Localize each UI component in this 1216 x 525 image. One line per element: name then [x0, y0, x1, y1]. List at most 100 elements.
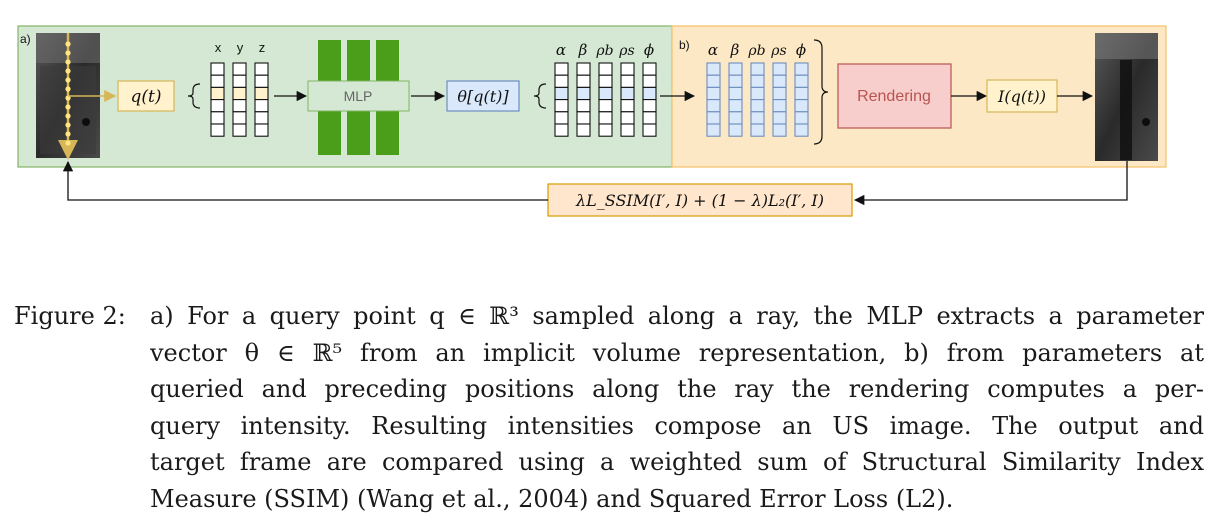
parameter-vector-cell: [554, 62, 569, 76]
parameter-vector-b-cell: [750, 111, 765, 125]
parameter-vector-b-cell: [794, 99, 809, 113]
input-ultrasound-image: [36, 33, 117, 160]
coordinate-vector-cell: [232, 86, 247, 101]
parameter-vector-cell: [554, 86, 569, 101]
param-label-a: ρb: [595, 43, 613, 59]
parameter-vector-b-cell: [728, 99, 743, 113]
figure-caption: Figure 2: a) For a query point q ∈ ℝ³ sa…: [14, 298, 1204, 517]
parameter-vector-cell: [576, 123, 591, 137]
param-label-b: ρb: [747, 43, 765, 59]
parameter-vector-b-cell: [750, 74, 765, 88]
parameter-vector-cell: [554, 99, 569, 113]
coordinate-vector-cell: [210, 74, 225, 88]
parameter-vector-cell: [554, 123, 569, 137]
theta-label: θ[q(t)]: [457, 87, 509, 106]
parameter-vector-b-cell: [772, 86, 787, 101]
loss-feedback-line-left: [62, 160, 548, 201]
parameter-vector-cell: [642, 74, 657, 88]
parameter-vector-b-cell: [706, 99, 721, 113]
pipeline-figure: a) b) q(t) x y z MLP θ[q(t: [17, 25, 1167, 217]
parameter-vector-b-cell: [706, 74, 721, 88]
parameter-vector-b-cell: [750, 99, 765, 113]
coordinate-vector-cell: [254, 62, 269, 76]
parameter-vector-b-cell: [750, 123, 765, 137]
parameter-vector-cell: [598, 111, 613, 125]
parameter-vector-b-cell: [794, 86, 809, 101]
param-label-b: ϕ: [796, 41, 806, 59]
param-label-a: β: [578, 41, 588, 59]
parameter-vector-cell: [554, 111, 569, 125]
coordinate-vector-cell: [254, 111, 269, 125]
parameter-vector-b-cell: [794, 123, 809, 137]
coordinate-vector-cell: [232, 99, 247, 113]
coord-label: x: [215, 40, 222, 55]
parameter-vector-cell: [576, 74, 591, 88]
parameter-vector-b-cell: [706, 62, 721, 76]
parameter-vector-cell: [620, 74, 635, 88]
coordinate-vector-cell: [210, 99, 225, 113]
mlp-block: MLP: [307, 40, 410, 155]
coordinate-vector-cell: [254, 86, 269, 101]
parameter-vector-b-cell: [728, 123, 743, 137]
parameter-vector-b-cell: [772, 123, 787, 137]
output-ultrasound-image: [1095, 33, 1158, 161]
param-label-b: α: [708, 41, 718, 59]
parameter-vector-cell: [598, 62, 613, 76]
parameter-vector-b-cell: [706, 111, 721, 125]
coordinate-vector-cell: [254, 123, 269, 137]
caption-line: queried and preceding positions along th…: [150, 375, 1204, 403]
parameter-vector-cell: [554, 74, 569, 88]
coordinate-vector-cell: [254, 99, 269, 113]
mlp-label: MLP: [344, 88, 373, 104]
coord-label: z: [259, 40, 266, 55]
parameter-vector-cell: [576, 86, 591, 101]
parameter-vector-cell: [598, 123, 613, 137]
parameter-vector-b-cell: [728, 74, 743, 88]
caption-body: a) For a query point q ∈ ℝ³ sampled alon…: [150, 298, 1204, 517]
caption-line: vector θ ∈ ℝ⁵ from an implicit volume re…: [150, 338, 1204, 367]
coordinate-vector-cell: [232, 74, 247, 88]
parameter-vector-cell: [576, 99, 591, 113]
parameter-vector-b-cell: [706, 123, 721, 137]
parameter-vector-b-cell: [794, 62, 809, 76]
coordinate-vector-cell: [254, 74, 269, 88]
parameter-vector-b-cell: [706, 86, 721, 101]
parameter-vector-b-cell: [794, 74, 809, 88]
parameter-vector-b-cell: [750, 86, 765, 101]
parameter-vector-b-cell: [772, 74, 787, 88]
parameter-vector-cell: [598, 86, 613, 101]
coordinate-vector-cell: [210, 86, 225, 101]
parameter-vector-b-cell: [772, 99, 787, 113]
parameter-vector-cell: [642, 99, 657, 113]
parameter-vector-b-cell: [772, 62, 787, 76]
coordinate-vector-cell: [210, 62, 225, 76]
panel-a-label: a): [20, 32, 31, 46]
parameter-vector-b-cell: [728, 111, 743, 125]
caption-line: a) For a query point q ∈ ℝ³ sampled alon…: [150, 302, 1204, 330]
rendering-label: Rendering: [857, 88, 931, 105]
parameter-vector-cell: [620, 123, 635, 137]
caption-line: query intensity. Resulting intensities c…: [150, 411, 1204, 440]
parameter-vector-b-cell: [772, 111, 787, 125]
coordinate-vector-cell: [232, 62, 247, 76]
param-label-a: ϕ: [644, 41, 654, 59]
param-label-b: ρs: [770, 43, 786, 59]
intensity-label: I(q(t)): [997, 87, 1046, 106]
loss-label: λL_SSIM(I′, I) + (1 − λ)L₂(I′, I): [575, 191, 824, 210]
coordinate-vector-cell: [210, 111, 225, 125]
caption-label: Figure 2:: [14, 302, 126, 330]
coordinate-vector-cell: [232, 111, 247, 125]
parameter-vector-cell: [620, 111, 635, 125]
query-label: q(t): [131, 87, 162, 107]
parameter-vector-cell: [620, 99, 635, 113]
rendering-box: [837, 63, 952, 129]
parameter-vector-b-cell: [728, 86, 743, 101]
parameter-vector-cell: [642, 111, 657, 125]
parameter-vectors-a: α β ρb ρs ϕ: [554, 41, 657, 137]
parameter-vector-cell: [598, 74, 613, 88]
brace-right: [813, 39, 829, 145]
parameter-vector-b-cell: [728, 62, 743, 76]
loss-feedback-line-right: [853, 161, 1128, 206]
caption-line: Measure (SSIM) (Wang et al., 2004) and S…: [150, 484, 954, 513]
panel-b-label: b): [679, 38, 690, 52]
